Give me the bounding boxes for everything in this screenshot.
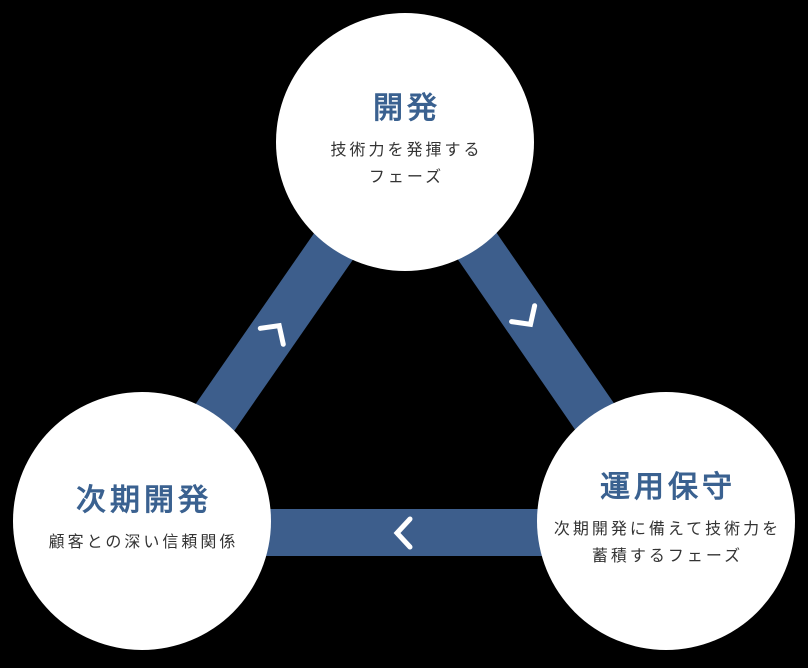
node-title: 次期開発 xyxy=(76,484,212,517)
arrow-left-icon xyxy=(393,516,413,549)
node-subtitle: 技術力を発揮する フェーズ xyxy=(327,137,482,191)
arrow-down-right-icon xyxy=(509,302,538,327)
node-operation-maintenance: 運用保守 次期開発に備えて技術力を 蓄積するフェーズ xyxy=(537,392,795,650)
subtitle-line: 次期開発に備えて技術力を xyxy=(553,520,782,538)
subtitle-line: 蓄積するフェーズ xyxy=(591,547,744,565)
node-title: 開発 xyxy=(373,91,441,125)
node-subtitle: 次期開発に備えて技術力を 蓄積するフェーズ xyxy=(551,516,781,570)
node-subtitle: 顧客との深い信頼関係 xyxy=(46,529,239,556)
node-next-development: 次期開発 顧客との深い信頼関係 xyxy=(13,392,271,650)
node-title: 運用保守 xyxy=(600,470,736,504)
subtitle-line: フェーズ xyxy=(368,168,445,186)
subtitle-line: 技術力を発揮する xyxy=(330,141,483,159)
node-development: 開発 技術力を発揮する フェーズ xyxy=(276,13,534,271)
connector-development-to-operation xyxy=(385,127,687,536)
arrow-up-right-icon xyxy=(257,322,286,347)
subtitle-line: 顧客との深い信頼関係 xyxy=(48,534,239,551)
connector-next-to-development xyxy=(122,127,427,536)
